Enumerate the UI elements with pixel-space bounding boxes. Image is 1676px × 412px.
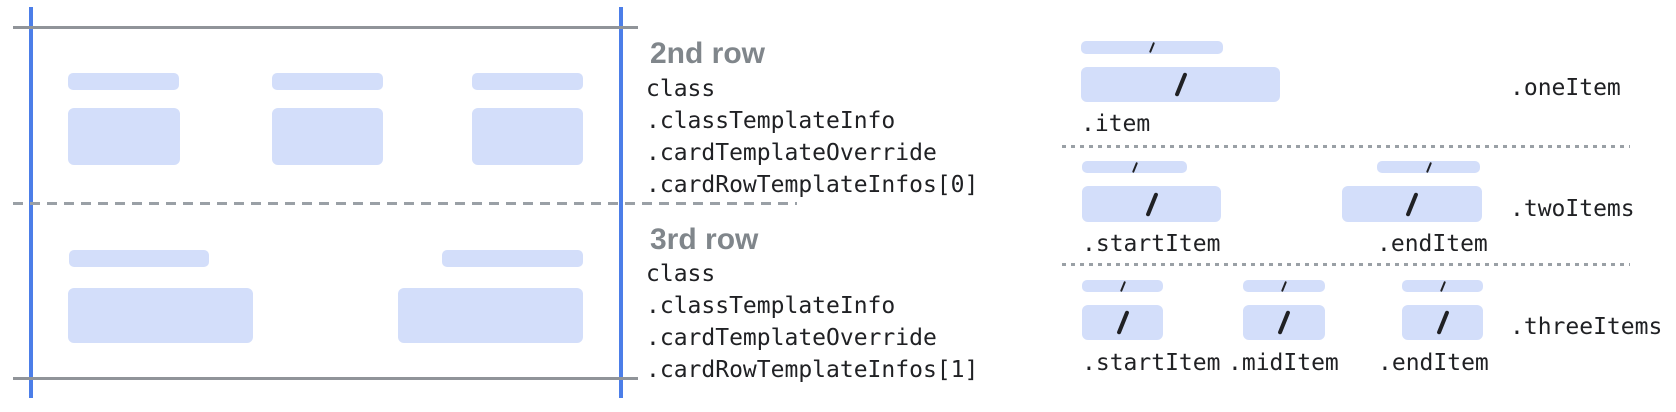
item-label-bar	[1082, 161, 1187, 173]
start-item-label: .startItem	[1082, 350, 1221, 376]
item-value-bar	[1082, 305, 1163, 340]
mid-item-label: .midItem	[1228, 350, 1339, 376]
item-value-bar	[1342, 186, 1482, 222]
field-value-box	[272, 108, 383, 165]
item-label-bar	[1082, 280, 1163, 292]
item-value-bar	[1243, 305, 1325, 340]
one-item-group-label: .oneItem	[1510, 75, 1621, 101]
item-label-bar	[1377, 161, 1480, 173]
field-value-box	[472, 108, 583, 165]
row2-code-line: .cardTemplateOverride	[646, 140, 937, 166]
card-top-edge-line	[13, 26, 638, 29]
end-item-label: .endItem	[1377, 231, 1488, 257]
field-label-bar	[442, 250, 583, 267]
row2-code-line: .cardRowTemplateInfos[0]	[646, 172, 979, 198]
row3-code-line: class	[646, 261, 716, 287]
item-value-bar	[1402, 305, 1483, 340]
item-label: .item	[1081, 111, 1151, 137]
slash-icon	[1131, 161, 1138, 173]
end-item-label: .endItem	[1378, 350, 1489, 376]
legend-divider-dotted-line	[1062, 145, 1630, 148]
slash-icon	[1405, 191, 1419, 217]
field-label-bar	[69, 250, 209, 267]
row2-code-line: class	[646, 76, 716, 102]
item-label-bar	[1243, 280, 1325, 292]
field-value-box	[398, 288, 583, 343]
row3-code-line: .cardRowTemplateInfos[1]	[646, 357, 979, 383]
slash-icon	[1119, 280, 1126, 292]
slash-icon	[1425, 161, 1432, 173]
field-value-box	[68, 288, 253, 343]
row2-code-line: .classTemplateInfo	[646, 108, 896, 134]
start-item-label: .startItem	[1082, 231, 1221, 257]
slash-icon	[1115, 310, 1130, 335]
item-value-bar	[1081, 67, 1280, 102]
card-bottom-edge-line	[13, 377, 638, 380]
slash-icon	[1149, 42, 1155, 53]
item-label-bar	[1081, 41, 1223, 54]
legend-divider-dotted-line	[1062, 263, 1630, 266]
item-value-bar	[1082, 186, 1221, 222]
three-items-group-label: .threeItems	[1510, 314, 1663, 340]
slash-icon	[1173, 72, 1188, 97]
slash-icon	[1281, 280, 1287, 292]
row3-code-line: .classTemplateInfo	[646, 293, 896, 319]
slash-icon	[1435, 310, 1450, 335]
slash-icon	[1277, 310, 1291, 335]
field-label-bar	[272, 73, 383, 90]
item-label-bar	[1402, 280, 1483, 292]
field-label-bar	[472, 73, 583, 90]
row-divider-dashed-line	[13, 202, 797, 205]
two-items-group-label: .twoItems	[1510, 196, 1635, 222]
field-label-bar	[68, 73, 179, 90]
row2-title: 2nd row	[650, 37, 766, 70]
row3-title: 3rd row	[650, 223, 759, 256]
field-value-box	[68, 108, 180, 165]
row3-code-line: .cardTemplateOverride	[646, 325, 937, 351]
slash-icon	[1144, 191, 1159, 217]
slash-icon	[1439, 280, 1446, 292]
